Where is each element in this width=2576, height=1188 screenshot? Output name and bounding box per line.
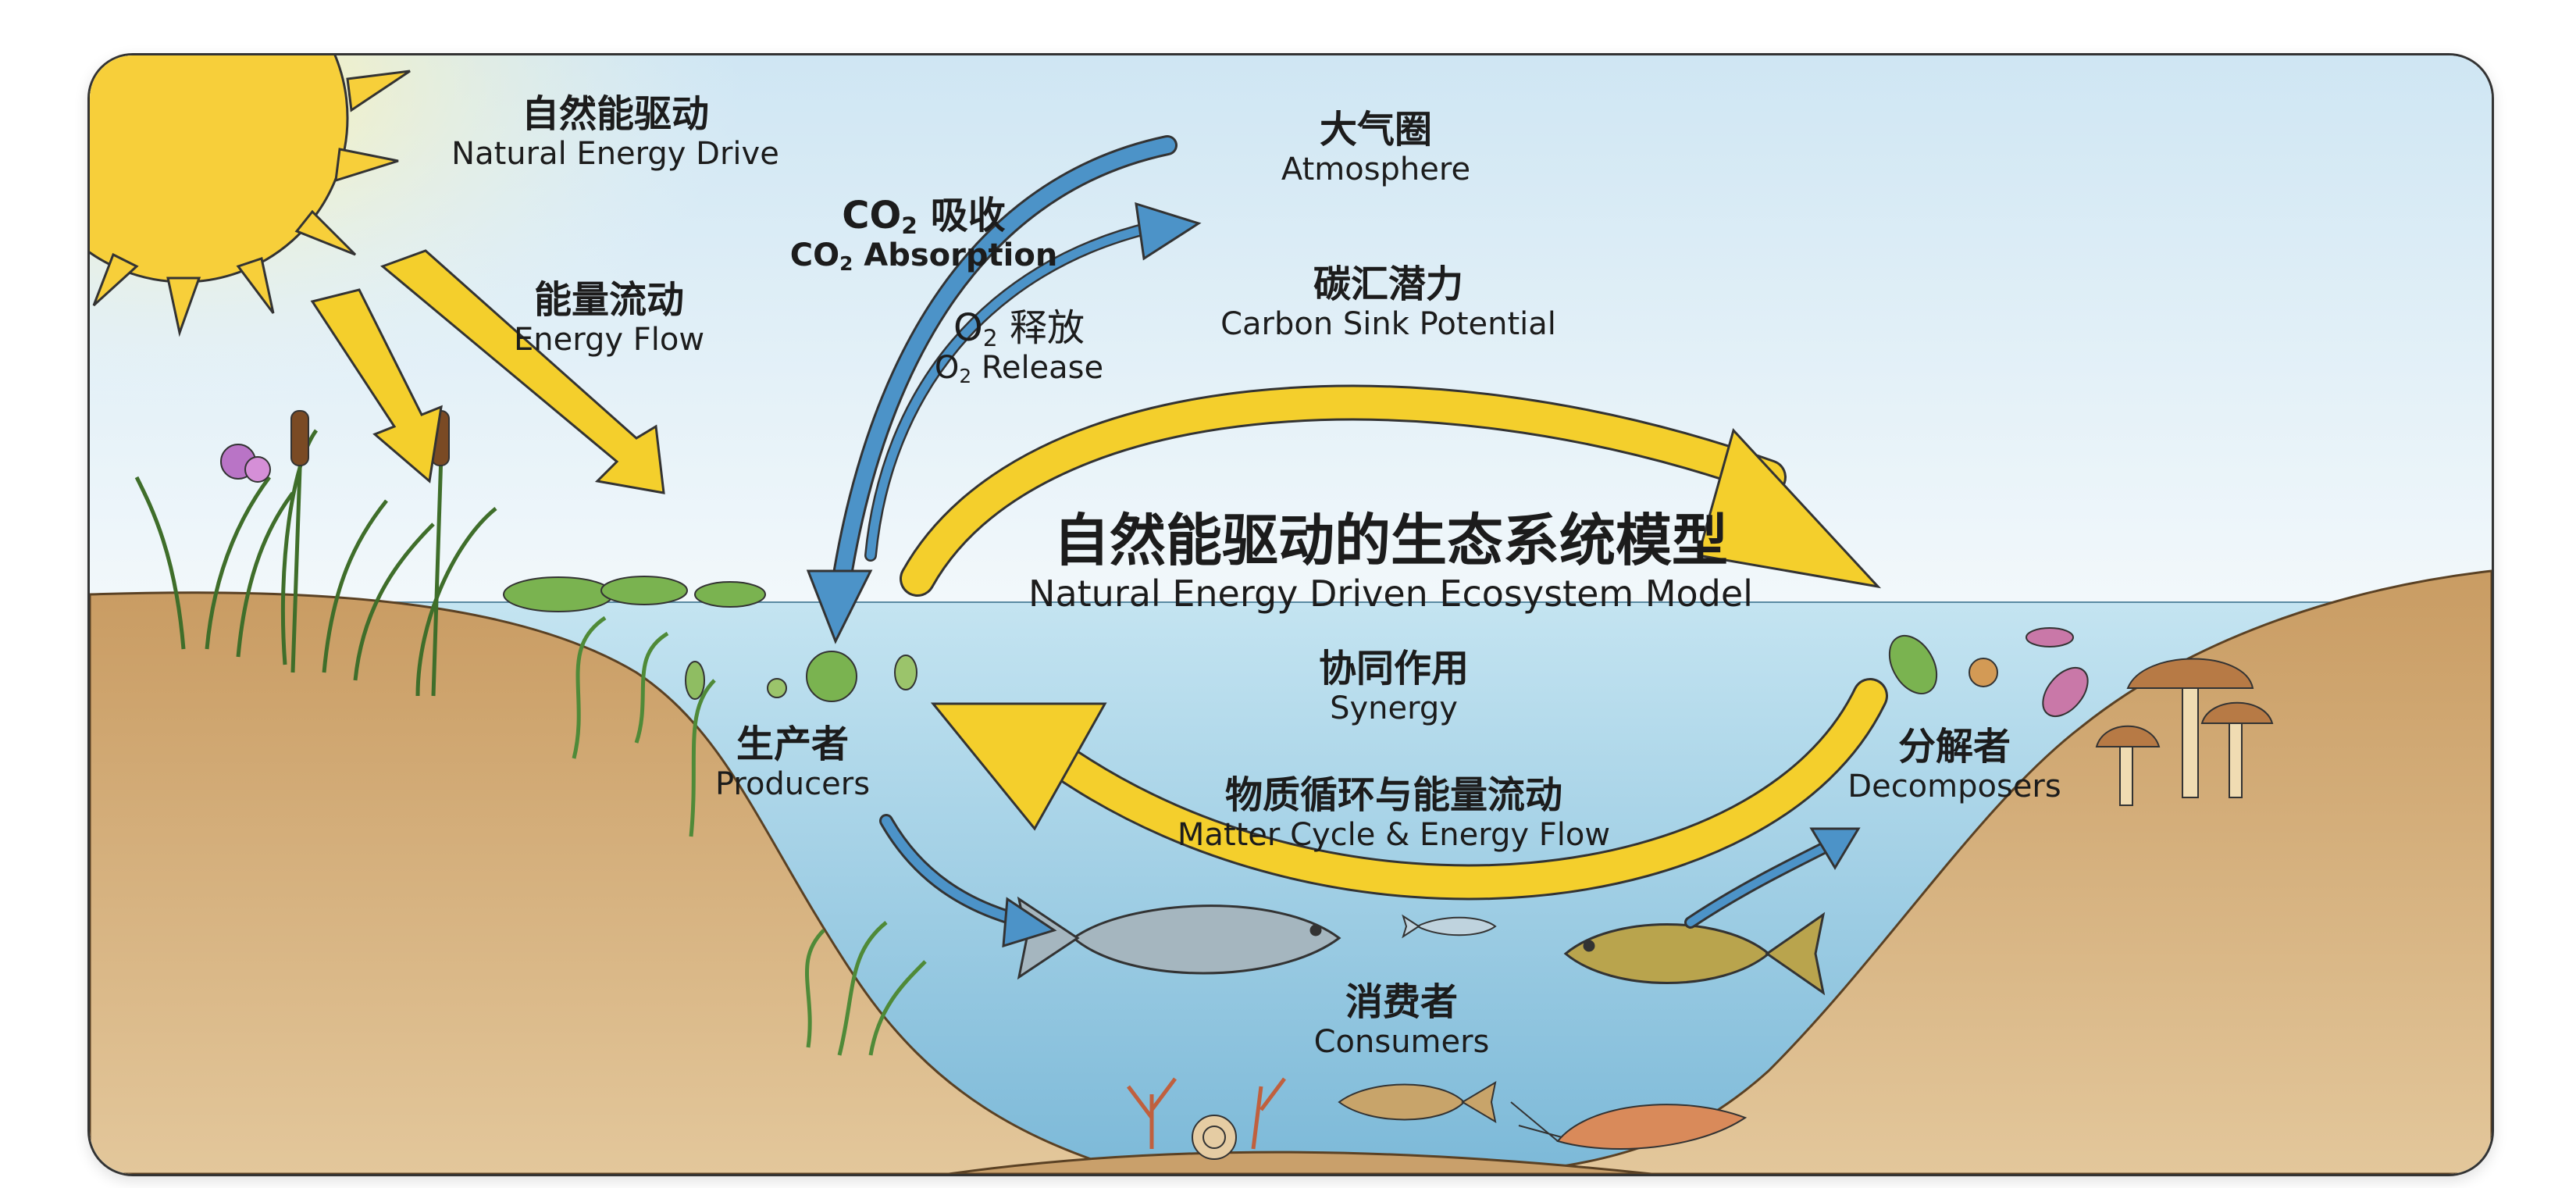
label-en: Producers xyxy=(714,766,871,803)
label-carbon-sink: 碳汇潜力 Carbon Sink Potential xyxy=(1220,262,1556,343)
left-soil-bank xyxy=(90,591,1137,1174)
shrimp-icon xyxy=(1510,1101,1748,1150)
plankton-icons xyxy=(685,651,917,702)
underwater-weeds xyxy=(572,615,927,1056)
label-producers: 生产者 Producers xyxy=(714,722,871,803)
title-en: Natural Energy Driven Ecosystem Model xyxy=(1028,572,1753,615)
label-en: Matter Cycle & Energy Flow xyxy=(1177,817,1611,854)
cattail-plant-icon xyxy=(134,429,497,697)
small-fish-icon xyxy=(1402,914,1497,939)
label-en: Atmosphere xyxy=(1281,152,1471,188)
mushroom-icon xyxy=(2095,658,2274,806)
sun-icon xyxy=(90,55,411,337)
label-cn: 能量流动 xyxy=(533,278,684,322)
label-en: Synergy xyxy=(1330,690,1458,727)
label-cn: 自然能驱动 xyxy=(521,92,709,136)
bottom-fish-icon xyxy=(1338,1080,1497,1124)
diagram-card: 自然能驱动 Natural Energy Drive 能量流动 Energy F… xyxy=(87,53,2494,1176)
ecosystem-scene xyxy=(90,55,2492,1174)
label-cn: 大气圈 xyxy=(1319,108,1432,152)
bacteria-icon xyxy=(1888,627,2089,717)
label-cn: 物质循环与能量流动 xyxy=(1224,773,1563,817)
pond-bottom xyxy=(948,1151,1652,1174)
co2-absorption-arrow xyxy=(806,135,1178,644)
label-cn: 碳汇潜力 xyxy=(1313,262,1464,306)
label-cn: 分解者 xyxy=(1897,725,2011,769)
coral-icon xyxy=(1127,1077,1286,1150)
o2-release-arrow xyxy=(864,202,1202,562)
label-atmosphere: 大气圈 Atmosphere xyxy=(1281,108,1471,188)
label-cn: 协同作用 xyxy=(1318,647,1470,690)
label-matter-cycle: 物质循环与能量流动 Matter Cycle & Energy Flow xyxy=(1177,773,1611,854)
lily-pads xyxy=(503,576,766,612)
diagram-title: 自然能驱动的生态系统模型 Natural Energy Driven Ecosy… xyxy=(1028,508,1753,615)
shell-icon xyxy=(1192,1115,1237,1160)
label-en: Decomposers xyxy=(1847,769,2061,805)
label-decomposers: 分解者 Decomposers xyxy=(1847,725,2061,805)
label-cn: 生产者 xyxy=(736,722,849,766)
label-en: Energy Flow xyxy=(513,322,705,359)
title-cn: 自然能驱动的生态系统模型 xyxy=(1053,508,1728,573)
label-natural-energy: 自然能驱动 Natural Energy Drive xyxy=(451,92,779,173)
label-en: Natural Energy Drive xyxy=(451,136,779,173)
label-energy-flow: 能量流动 Energy Flow xyxy=(513,278,705,359)
label-en: Carbon Sink Potential xyxy=(1220,306,1556,343)
energy-flow-arrows xyxy=(310,249,665,494)
consumer-to-decomposer-arrow xyxy=(1684,827,1861,929)
label-synergy: 协同作用 Synergy xyxy=(1318,647,1470,727)
producer-to-consumer-arrow xyxy=(879,814,1057,948)
label-co2-absorption: CO2 吸收 CO2 Absorption xyxy=(789,194,1058,276)
label-consumers: 消费者 Consumers xyxy=(1313,980,1490,1061)
label-o2-release: O2 释放 O2 Release xyxy=(934,306,1104,388)
yellow-fish-icon xyxy=(1563,912,1826,996)
flower-icon xyxy=(220,444,271,483)
label-en: Consumers xyxy=(1313,1024,1490,1061)
label-cn: 消费者 xyxy=(1345,980,1458,1024)
